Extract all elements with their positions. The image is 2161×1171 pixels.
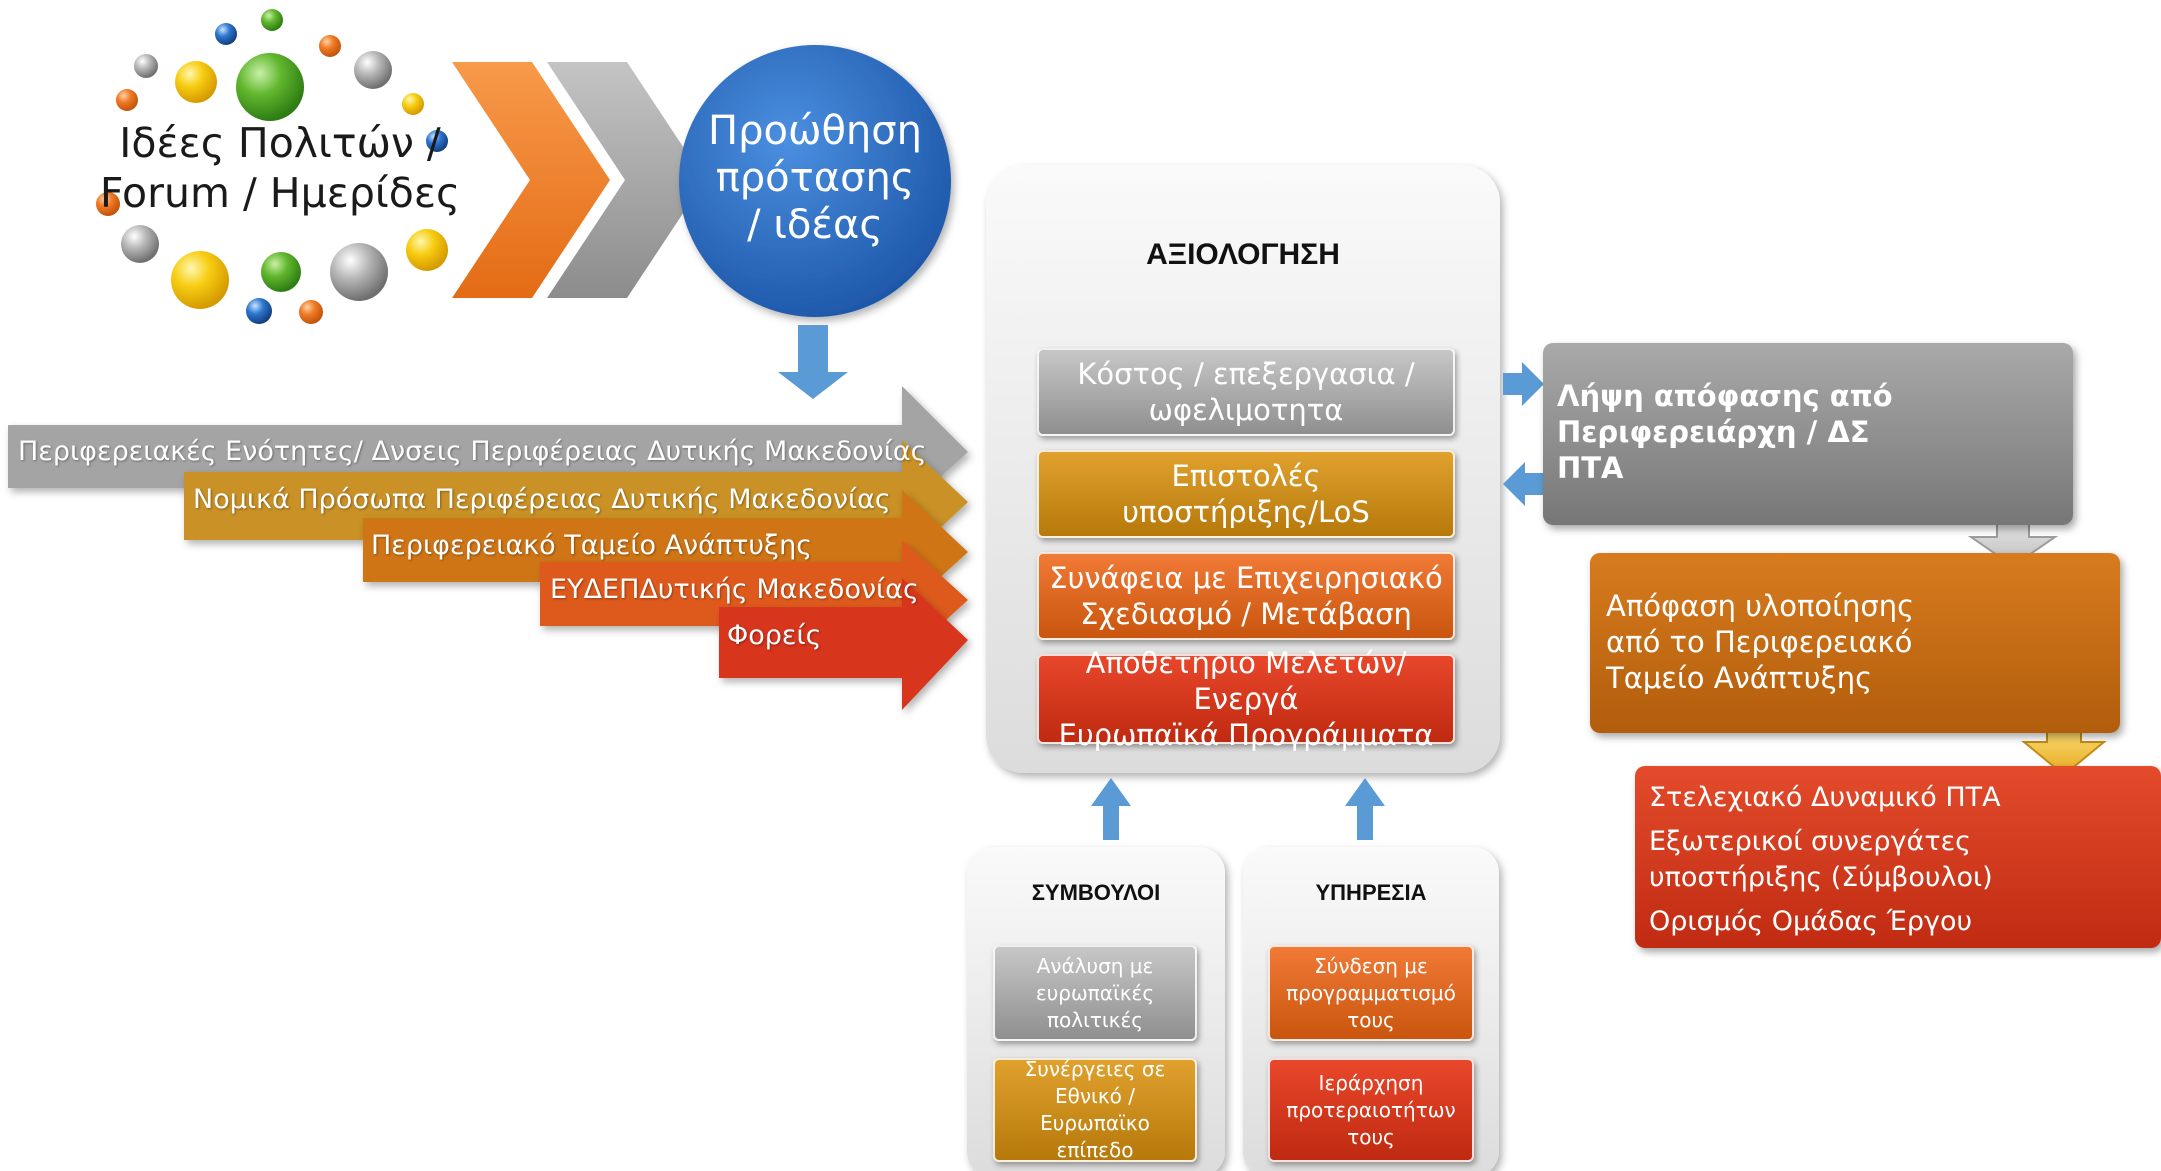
evaluation-item-cost-line1: Κόστος / επεξεργασια / <box>1077 357 1415 391</box>
promotion-label: Προώθηση πρότασης / ιδέας <box>690 108 940 249</box>
promotion-label-line2: πρότασης <box>715 155 915 201</box>
service-item-link-line1: Σύνδεση με <box>1314 953 1428 978</box>
down-arrow-icon <box>778 325 848 399</box>
left-arrow-icon <box>1503 462 1544 506</box>
band-label-4: ΕΥΔΕΠΔυτικής Μακεδονίας <box>550 574 919 605</box>
advisors-item-synergies-line2: Εθνικό / <box>1055 1084 1135 1108</box>
band-label-5: Φορείς <box>727 620 822 651</box>
service-item-link-line2: προγραμματισμό <box>1286 980 1456 1005</box>
band-label-3: Περιφερειακό Ταμείο Ανάπτυξης <box>371 530 813 561</box>
right-arrow-icon <box>1503 362 1544 406</box>
implementation-box: Απόφαση υλοποίησης από το Περιφερειακό Τ… <box>1590 553 2120 733</box>
ideas-label: Ιδέες Πολιτών / Forum / Ημερίδες <box>60 118 500 218</box>
band-arrow-4 <box>540 540 968 660</box>
advisors-item-analysis-line1: Ανάλυση με <box>1036 953 1154 978</box>
evaluation-item-repository-line1: Αποθετηριο Μελετών/ Ενεργά <box>1085 646 1407 716</box>
advisors-item-analysis-line2: ευρωπαϊκές <box>1035 980 1155 1005</box>
evaluation-item-relevance-line1: Συνάφεια με Επιχειρησιακό <box>1049 561 1443 595</box>
up-arrow-icon <box>1345 778 1385 840</box>
decision-line1: Λήψη απόφασης από <box>1557 379 1893 413</box>
service-item-priorities-line3: τους <box>1347 1124 1395 1149</box>
grey-chevron-icon <box>547 62 705 298</box>
service-title: ΥΠΗΡΕΣΙΑ <box>1315 880 1427 905</box>
advisors-item-synergies-line3: Ευρωπαϊκο <box>1040 1111 1150 1135</box>
bubble-cluster-icon <box>96 9 448 324</box>
decision-box: Λήψη απόφασης από Περιφερειάρχη / ΔΣ ΠΤΑ <box>1543 343 2073 525</box>
team-item-external-line1: Εξωτερικοί συνεργάτες <box>1649 826 1972 857</box>
service-item-link-line3: τους <box>1347 1007 1395 1032</box>
advisors-item-synergies-line4: επίπεδο <box>1056 1138 1134 1162</box>
advisors-title: ΣΥΜΒΟΥΛΟΙ <box>1031 880 1161 905</box>
advisors-item-synergies-line1: Συνέργειες σε <box>1024 1057 1166 1081</box>
evaluation-item-cost-line2: ωφελιμοτητα <box>1148 393 1344 427</box>
decision-line2: Περιφερειάρχη / ΔΣ <box>1557 415 1870 449</box>
promotion-label-line3: / ιδέας <box>747 202 883 248</box>
team-item-project-team: Ορισμός Ομάδας Έργου <box>1649 906 1973 937</box>
evaluation-title: ΑΞΙΟΛΟΓΗΣΗ <box>1146 238 1340 271</box>
service-item-priorities-line2: προτεραιοτήτων <box>1286 1097 1456 1122</box>
band-label-1: Περιφερειακές Ενότητες/ Δνσεις Περιφέρει… <box>18 436 927 467</box>
ideas-label-line2: Forum / Ημερίδες <box>99 169 461 217</box>
evaluation-item-los-line1: Επιστολές υποστήριξης/LoS <box>1122 459 1370 529</box>
band-label-2: Νομικά Πρόσωπα Περιφέρειας Δυτικής Μακεδ… <box>193 484 891 515</box>
evaluation-item-cost: Κόστος / επεξεργασια /ωφελιμοτητα <box>1037 348 1455 436</box>
evaluation-item-relevance-line2: Σχεδιασμό / Μετάβαση <box>1080 597 1412 631</box>
band-arrow-5 <box>719 578 968 710</box>
orange-chevron-icon <box>452 62 610 298</box>
up-arrow-icon <box>1091 778 1131 840</box>
evaluation-item-repository-line2: Ευρωπαϊκά Προγράμματα <box>1058 718 1434 752</box>
team-box: Στελεχιακό Δυναμικό ΠΤΑ Εξωτερικοί συνερ… <box>1635 766 2161 948</box>
team-item-external: Εξωτερικοί συνεργάτες υποστήριξης (Σύμβο… <box>1649 824 2147 896</box>
implementation-line3: Ταμείο Ανάπτυξης <box>1606 661 1873 695</box>
implementation-line1: Απόφαση υλοποίησης <box>1606 589 1915 623</box>
advisors-item-synergies: Συνέργειες σε Εθνικό / Ευρωπαϊκο επίπεδο <box>993 1057 1197 1162</box>
team-item-external-line2: υποστήριξης (Σύμβουλοι) <box>1649 862 1993 893</box>
advisors-item-analysis-line3: πολιτικές <box>1046 1007 1144 1032</box>
implementation-line2: από το Περιφερειακό <box>1606 625 1913 659</box>
promotion-label-line1: Προώθηση <box>708 108 922 154</box>
promotion-circle <box>679 45 951 317</box>
evaluation-item-los: Επιστολές υποστήριξης/LoS <box>1037 450 1455 538</box>
decision-line3: ΠΤΑ <box>1557 451 1624 485</box>
ideas-label-line1: Ιδέες Πολιτών / <box>119 119 441 167</box>
service-item-priorities-line1: Ιεράρχηση <box>1318 1070 1424 1095</box>
team-item-staff: Στελεχιακό Δυναμικό ΠΤΑ <box>1649 782 2001 813</box>
